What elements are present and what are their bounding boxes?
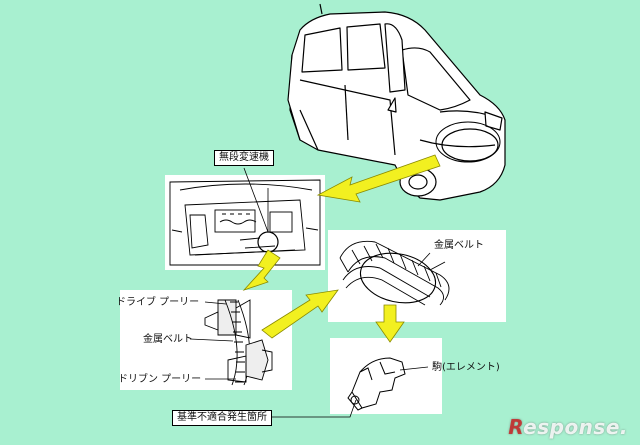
response-watermark-logo: Response. <box>508 415 628 439</box>
leader-lines <box>189 167 431 418</box>
drive-pulley-label: ドライブ プーリー <box>116 297 200 308</box>
engine-bay-panel <box>165 175 325 270</box>
flow-arrows <box>242 154 441 343</box>
hood-callout <box>435 121 501 163</box>
arrow-engine-to-pulley <box>242 249 281 291</box>
metal-belt-top-label: 金属ベルト <box>434 240 484 251</box>
defect-location-label: 基準不適合発生箇所 <box>172 410 272 426</box>
pulley-drawing <box>204 299 273 386</box>
element-drawing <box>347 357 406 411</box>
van-drawing <box>287 3 506 201</box>
arrow-van-to-engine <box>316 154 441 203</box>
arrow-belt-to-element <box>375 304 405 343</box>
metal-belt-left-label: 金属ベルト <box>143 334 193 345</box>
element-label: 駒(エレメント) <box>432 362 500 373</box>
arrow-pulley-to-belt <box>261 289 339 339</box>
metal-belt-drawing <box>339 240 450 306</box>
engine-bay-drawing <box>169 179 321 266</box>
cvt-label: 無段変速機 <box>214 150 274 166</box>
driven-pulley-label: ドリブン プーリー <box>118 374 202 385</box>
